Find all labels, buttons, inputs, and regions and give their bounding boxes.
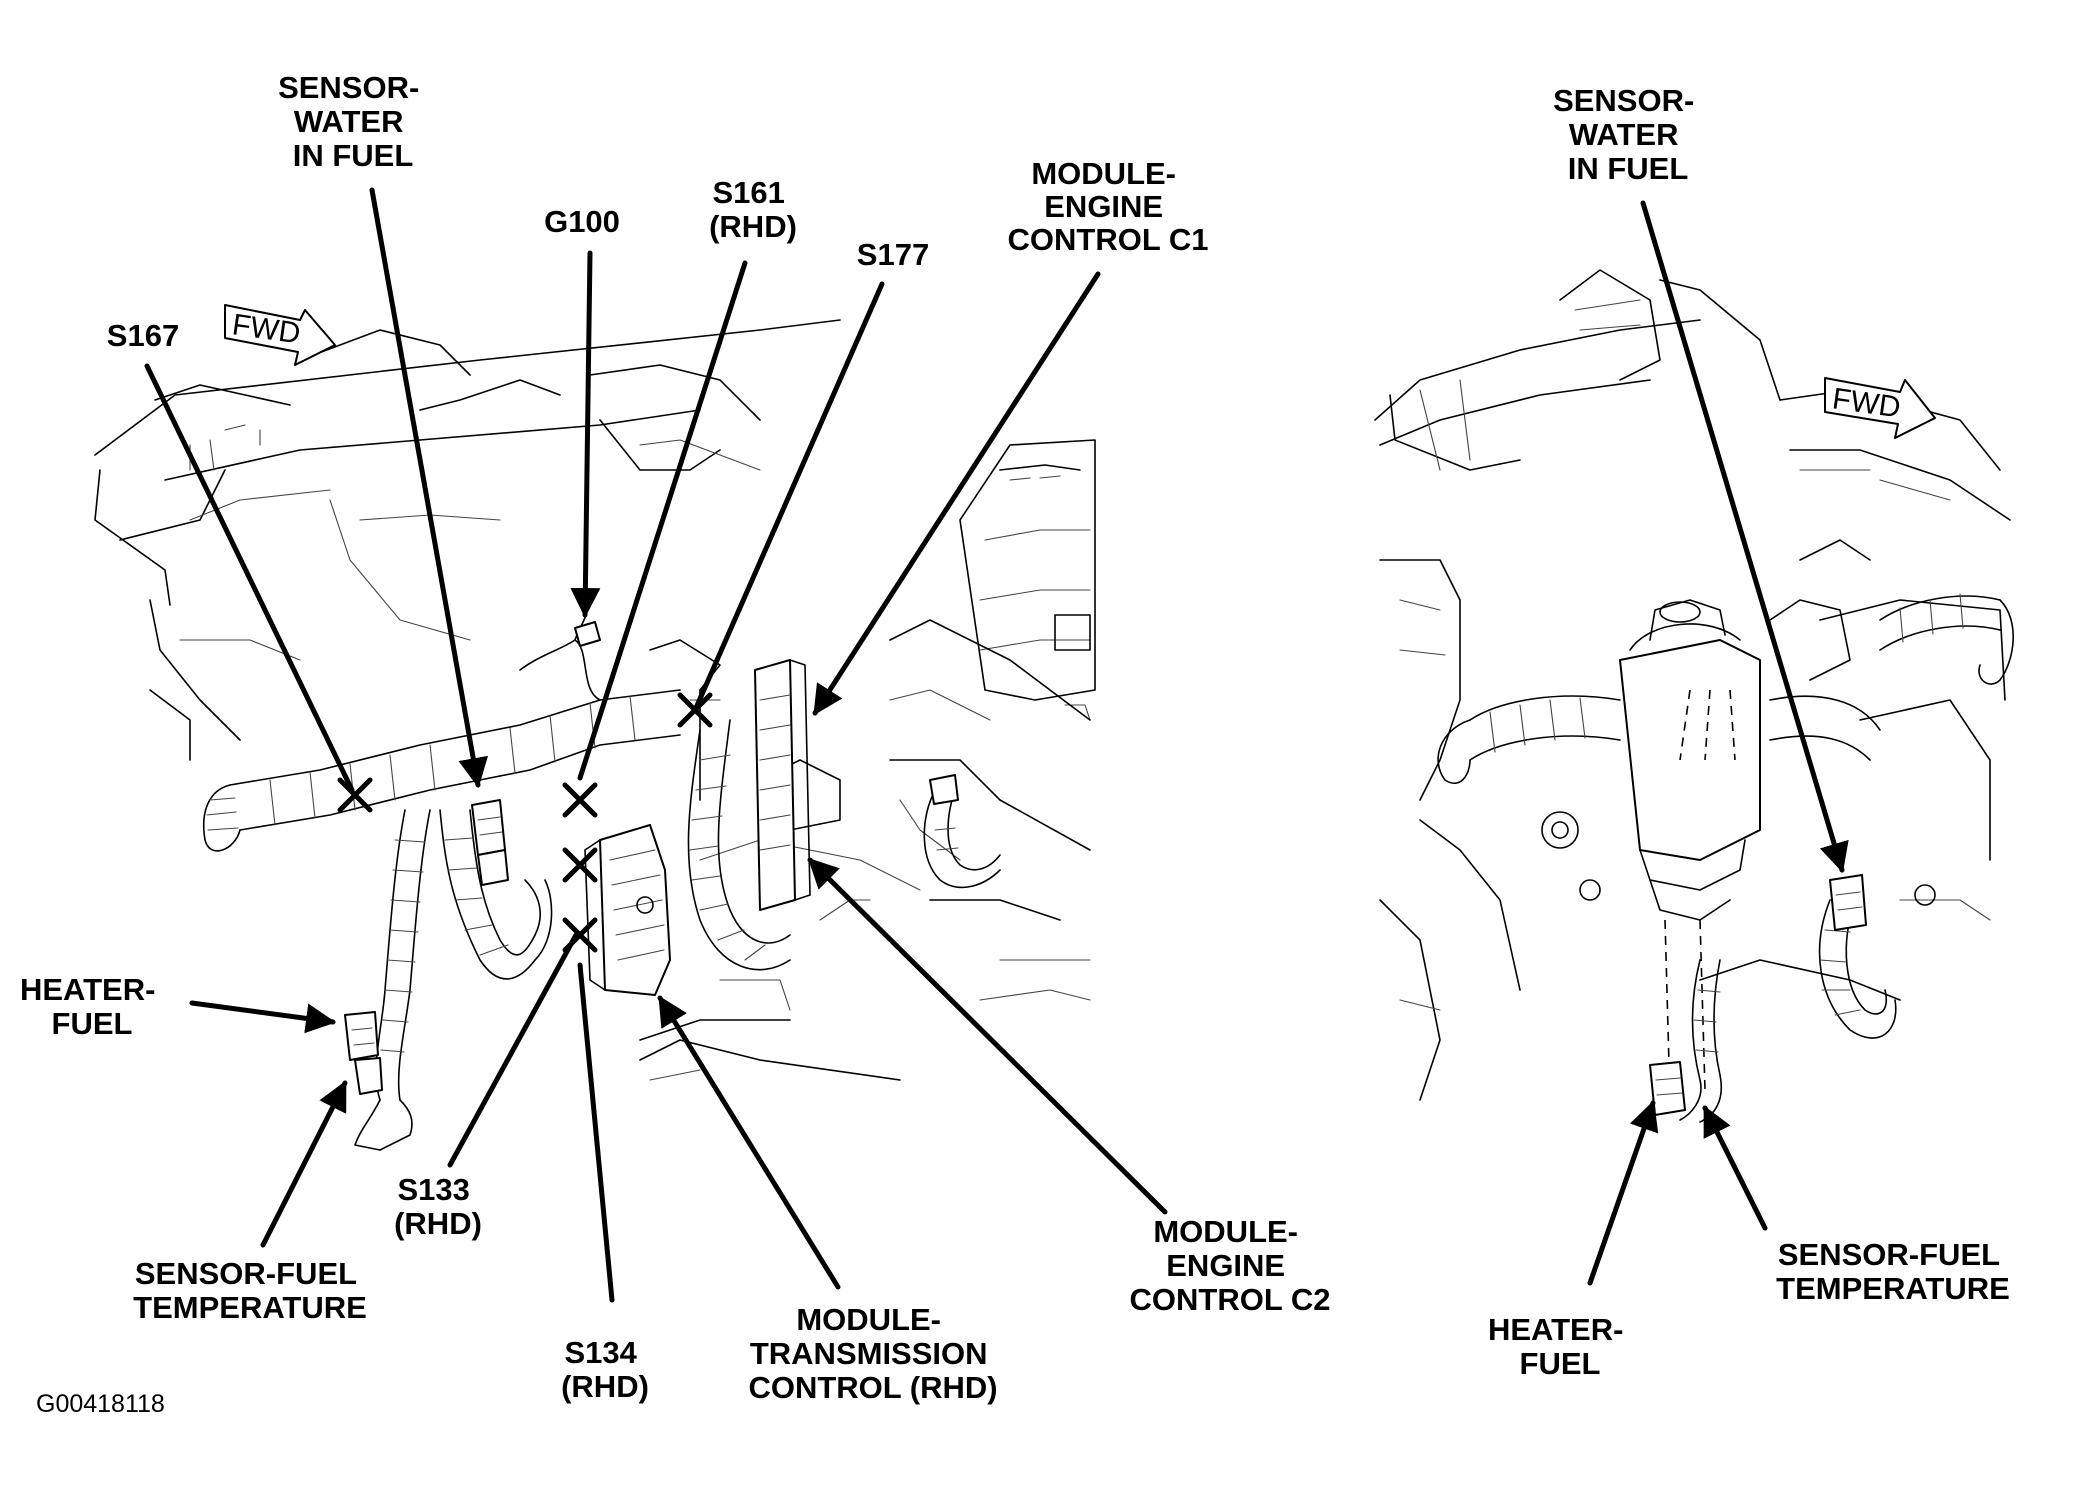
left-view-line-art bbox=[94, 319, 1096, 1151]
label-s167: S167 bbox=[107, 318, 179, 353]
label-s177: S177 bbox=[857, 237, 929, 272]
leader-s177 bbox=[693, 281, 885, 711]
label-sensor-fuel-temperature-left: SENSOR-FUEL TEMPERATURE bbox=[133, 1256, 367, 1325]
leader-module-engine-control-c2 bbox=[807, 857, 1168, 1215]
label-g100: G100 bbox=[544, 204, 620, 239]
leader-heater-fuel-right bbox=[1587, 1100, 1659, 1286]
label-sensor-water-in-fuel-right: SENSOR- WATER IN FUEL bbox=[1553, 83, 1703, 186]
leader-heater-fuel-left bbox=[189, 1000, 336, 1034]
leader-s134 bbox=[577, 962, 615, 1303]
leader-sensor-fuel-temperature-right bbox=[1702, 1105, 1768, 1231]
leader-sensor-water-in-fuel-right bbox=[1640, 200, 1849, 873]
label-s133: S133 (RHD) bbox=[394, 1172, 482, 1241]
leader-s133 bbox=[447, 932, 579, 1168]
label-module-engine-control-c1: MODULE- ENGINE CONTROL C1 bbox=[1008, 156, 1209, 257]
right-view-labels: SENSOR- WATER IN FUEL HEATER- FUEL SENSO… bbox=[1488, 83, 2010, 1381]
leader-s161 bbox=[577, 260, 748, 781]
label-sensor-water-in-fuel-left: SENSOR- WATER IN FUEL bbox=[278, 70, 428, 173]
right-view-line-art bbox=[1374, 269, 2014, 1123]
label-sensor-fuel-temperature-right: SENSOR-FUEL TEMPERATURE bbox=[1776, 1237, 2010, 1306]
leader-sensor-fuel-temperature-left bbox=[260, 1080, 348, 1248]
left-view-labels: SENSOR- WATER IN FUEL G100 S161 (RHD) S1… bbox=[20, 70, 1331, 1405]
figure-id: G00418118 bbox=[36, 1390, 165, 1418]
leader-sensor-water-in-fuel-left bbox=[369, 187, 489, 788]
leader-module-transmission-control bbox=[657, 995, 841, 1290]
label-s134: S134 (RHD) bbox=[561, 1335, 649, 1404]
label-module-transmission-control: MODULE- TRANSMISSION CONTROL (RHD) bbox=[748, 1302, 997, 1405]
leader-module-engine-control-c1 bbox=[812, 271, 1101, 716]
label-s161: S161 (RHD) bbox=[709, 175, 797, 244]
label-heater-fuel-right: HEATER- FUEL bbox=[1488, 1312, 1632, 1381]
leader-s167 bbox=[144, 363, 355, 793]
callout-lines bbox=[144, 187, 1849, 1303]
leader-g100 bbox=[570, 250, 601, 618]
label-heater-fuel-left: HEATER- FUEL bbox=[20, 972, 164, 1041]
fwd-arrow-left: FWD bbox=[224, 304, 336, 366]
label-module-engine-control-c2: MODULE- ENGINE CONTROL C2 bbox=[1130, 1214, 1331, 1317]
